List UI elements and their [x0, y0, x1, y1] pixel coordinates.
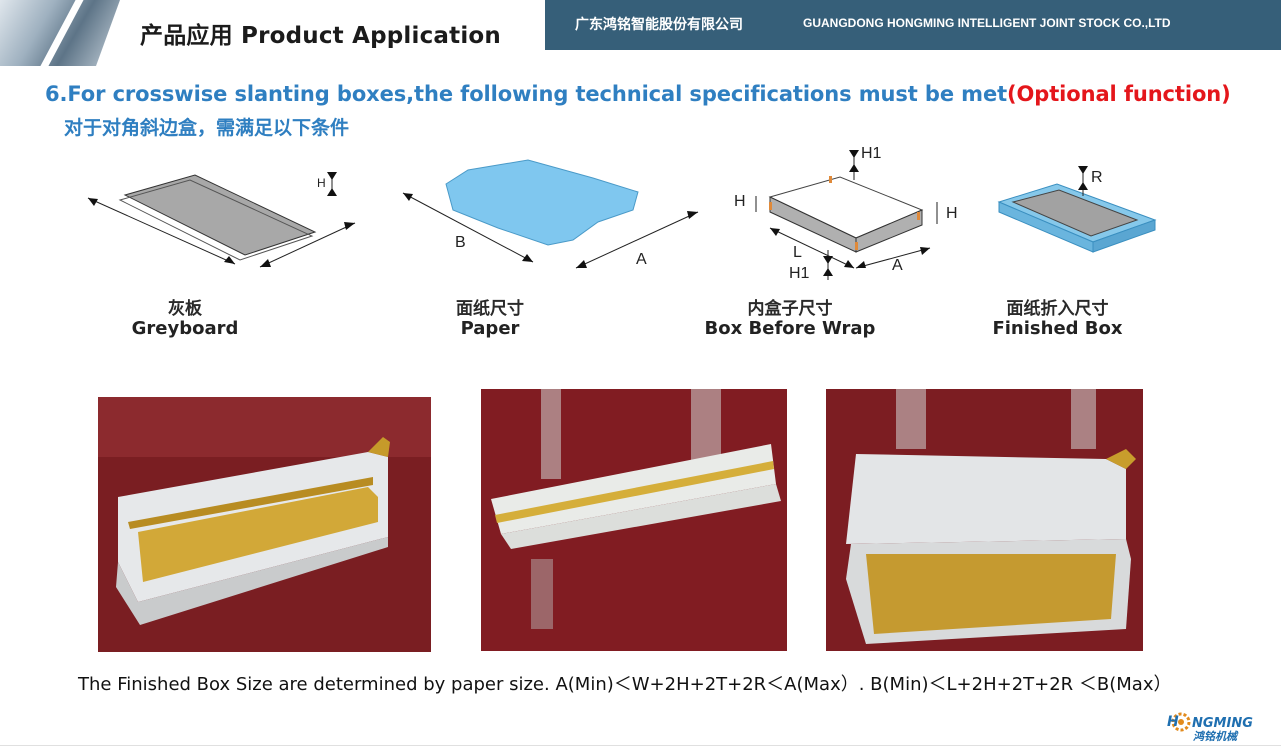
hongming-logo: H NGMING 鸿铭机械 — [1165, 710, 1275, 742]
caption-finished-box-en: Finished Box — [965, 319, 1150, 338]
caption-greyboard-cn: 灰板 — [95, 300, 275, 319]
caption-finished-box-cn: 面纸折入尺寸 — [965, 300, 1150, 319]
dim-label-h: H — [317, 176, 326, 190]
company-bar: 广东鸿铭智能股份有限公司 GUANGDONG HONGMING INTELLIG… — [545, 0, 1281, 50]
page-title: 产品应用 Product Application — [140, 16, 501, 50]
dim-label-h1-bottom: H1 — [789, 265, 810, 282]
caption-greyboard: 灰板 Greyboard — [95, 300, 275, 338]
company-name-en: GUANGDONG HONGMING INTELLIGENT JOINT STO… — [803, 16, 1171, 30]
flat-lid-photo — [481, 389, 787, 651]
open-box-photo — [98, 397, 431, 652]
open-box-angle-photo — [826, 389, 1143, 651]
svg-text:H: H — [1167, 714, 1179, 730]
header: 产品应用 Product Application 广东鸿铭智能股份有限公司 GU… — [0, 0, 1281, 66]
dim-label-l: L — [793, 244, 802, 261]
caption-box-before-wrap-cn: 内盒子尺寸 — [680, 300, 900, 319]
finished-box-diagram: R — [995, 140, 1165, 270]
bottom-divider — [0, 745, 1281, 746]
logo-text: NGMING — [1192, 716, 1253, 731]
caption-paper-cn: 面纸尺寸 — [400, 300, 580, 319]
box-before-wrap-diagram: H1 H H L H1 A — [730, 140, 970, 285]
header-building-image — [0, 0, 120, 66]
section-heading-cn: 对于对角斜边盒，需满足以下条件 — [64, 113, 349, 140]
dim-label-h-right: H — [946, 205, 958, 222]
greyboard-diagram: H — [80, 140, 370, 280]
section-heading: 6.For crosswise slanting boxes,the follo… — [45, 82, 1231, 106]
optional-function-label: (Optional function) — [1007, 82, 1231, 106]
logo-sub: 鸿铭机械 — [1193, 730, 1239, 742]
caption-greyboard-en: Greyboard — [95, 319, 275, 338]
caption-paper-en: Paper — [400, 319, 580, 338]
company-name-cn: 广东鸿铭智能股份有限公司 — [575, 14, 743, 34]
dim-label-h1-top: H1 — [861, 145, 882, 162]
section-heading-main: 6.For crosswise slanting boxes,the follo… — [45, 82, 1007, 106]
dim-label-a2: A — [892, 257, 903, 274]
caption-paper: 面纸尺寸 Paper — [400, 300, 580, 338]
paper-diagram: B A — [398, 140, 708, 280]
caption-box-before-wrap-en: Box Before Wrap — [680, 319, 900, 338]
caption-finished-box: 面纸折入尺寸 Finished Box — [965, 300, 1150, 338]
dim-label-r: R — [1091, 169, 1103, 186]
dim-label-h-left: H — [734, 193, 746, 210]
size-formula-note: The Finished Box Size are determined by … — [78, 671, 1178, 699]
dim-label-b: B — [455, 234, 466, 251]
dim-label-a: A — [636, 251, 647, 268]
caption-box-before-wrap: 内盒子尺寸 Box Before Wrap — [680, 300, 900, 338]
